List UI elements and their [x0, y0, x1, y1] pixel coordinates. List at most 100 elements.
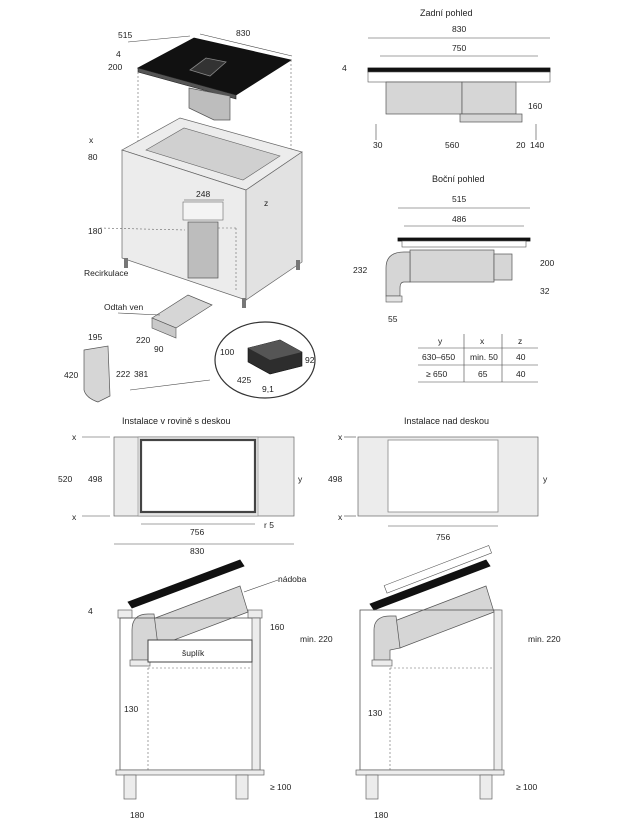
- sec-right-hob: [369, 559, 491, 611]
- sec-left-label-nadoba: nádoba: [278, 574, 307, 584]
- iso-label-830: 830: [236, 28, 250, 38]
- rear-label-4: 4: [342, 63, 347, 73]
- flush-installation-view: Instalace v rovině s deskou x x 520 498 …: [58, 416, 303, 556]
- detail-label-92: 92: [305, 355, 315, 365]
- sec-right-label-min220: min. 220: [528, 634, 561, 644]
- section-right: min. 220 130 ≥ 100 180: [355, 545, 561, 820]
- iso-motor: [188, 87, 231, 121]
- flush-cutout: [139, 438, 257, 514]
- rear-motor-base: [459, 113, 523, 123]
- detail-label-425: 425: [237, 375, 251, 385]
- flush-label-y: y: [298, 474, 303, 484]
- over-label-756: 756: [436, 532, 450, 542]
- sec-left-label-suplik: šuplík: [182, 648, 205, 658]
- rear-label-830: 830: [452, 24, 466, 34]
- iso-hob-vent: [189, 57, 227, 77]
- sec-right-label-130: 130: [368, 708, 382, 718]
- table-cell: ≥ 650: [426, 369, 447, 379]
- sec-left-label-min220: min. 220: [300, 634, 333, 644]
- rear-view: Zadní pohled 830 750 4 160 30 560 20 140: [342, 8, 551, 150]
- over-label-x2: x: [338, 512, 343, 522]
- iso-label-248: 248: [196, 189, 210, 199]
- table-cell: min. 50: [470, 352, 498, 362]
- iso-inner-shelf: [182, 201, 224, 221]
- over-counter-view: Instalace nad deskou x x 498 y 756: [328, 416, 548, 542]
- rear-label-160: 160: [528, 101, 542, 111]
- iso-hob-edge: [137, 67, 237, 100]
- rear-label-140: 140: [530, 140, 544, 150]
- side-hob-plate: [397, 237, 531, 242]
- iso-label-195: 195: [88, 332, 102, 342]
- iso-filter-profile: [83, 345, 111, 403]
- sec-left-label-160: 160: [270, 622, 284, 632]
- table-header-x: x: [480, 336, 485, 346]
- side-label-200: 200: [540, 258, 554, 268]
- rear-label-560: 560: [445, 140, 459, 150]
- side-label-232: 232: [353, 265, 367, 275]
- over-cutout: [387, 439, 499, 513]
- detail-label-9-1: 9,1: [262, 384, 274, 394]
- over-label-y: y: [543, 474, 548, 484]
- over-label-x1: x: [338, 432, 343, 442]
- iso-leg-3: [296, 260, 300, 270]
- iso-label-420: 420: [64, 370, 78, 380]
- over-label-498: 498: [328, 474, 342, 484]
- sec-left-label-ge100: ≥ 100: [270, 782, 291, 792]
- iso-leg-1: [124, 258, 128, 268]
- rear-hob-plate: [367, 67, 551, 73]
- table-cell: 65: [478, 369, 488, 379]
- rear-label-20: 20: [516, 140, 526, 150]
- dimension-table: y x z 630–650 min. 50 40 ≥ 650 65 40: [418, 334, 538, 383]
- flush-label-x2: x: [72, 512, 77, 522]
- iso-inner-duct: [187, 221, 219, 279]
- iso-label-90: 90: [154, 344, 164, 354]
- iso-label-z: z: [264, 198, 268, 208]
- iso-label-odtah: Odtah ven: [104, 302, 143, 312]
- iso-label-381: 381: [134, 369, 148, 379]
- section-left: 4 nádoba 160 min. 220 šuplík 130 ≥ 100 1…: [88, 559, 333, 820]
- table-cell: 40: [516, 369, 526, 379]
- side-label-486: 486: [452, 214, 466, 224]
- iso-cutout: [145, 127, 281, 181]
- iso-label-recirculation: Recirkulace: [84, 268, 129, 278]
- flush-label-830: 830: [190, 546, 204, 556]
- iso-label-515: 515: [118, 30, 132, 40]
- side-view: Boční pohled 515 486 232 200 32 55: [353, 174, 554, 324]
- over-title: Instalace nad deskou: [404, 416, 489, 426]
- flush-label-756: 756: [190, 527, 204, 537]
- table-header-z: z: [518, 336, 522, 346]
- flush-label-498: 498: [88, 474, 102, 484]
- table-cell: 40: [516, 352, 526, 362]
- side-label-32: 32: [540, 286, 550, 296]
- iso-label-222: 222: [116, 369, 130, 379]
- side-elbow: [385, 251, 411, 297]
- detail-label-100: 100: [220, 347, 234, 357]
- table-header-y: y: [438, 336, 443, 346]
- iso-cabinet-side: [245, 151, 303, 301]
- side-label-55: 55: [388, 314, 398, 324]
- sec-left-hob: [127, 559, 245, 609]
- sec-right-label-180: 180: [374, 810, 388, 820]
- iso-label-x: x: [89, 135, 94, 145]
- side-duct-end: [493, 253, 513, 281]
- iso-leg-2: [242, 298, 246, 308]
- iso-label-4: 4: [116, 49, 121, 59]
- rear-label-750: 750: [452, 43, 466, 53]
- sec-left-label-130: 130: [124, 704, 138, 714]
- flush-label-520: 520: [58, 474, 72, 484]
- sec-right-elbow: [373, 615, 401, 661]
- rear-duct-left: [385, 81, 463, 115]
- iso-view: 515 830 4 200 x 80 z 248 180 Recirkulace…: [64, 28, 316, 403]
- iso-label-200: 200: [108, 62, 122, 72]
- flush-label-r5: r 5: [264, 520, 274, 530]
- side-duct: [409, 249, 495, 283]
- sec-left-label-4: 4: [88, 606, 93, 616]
- rear-label-30: 30: [373, 140, 383, 150]
- iso-label-220: 220: [136, 335, 150, 345]
- rear-duct-right: [461, 81, 517, 115]
- rear-title: Zadní pohled: [420, 8, 473, 18]
- sec-right-label-ge100: ≥ 100: [516, 782, 537, 792]
- table-cell: 630–650: [422, 352, 455, 362]
- side-label-515: 515: [452, 194, 466, 204]
